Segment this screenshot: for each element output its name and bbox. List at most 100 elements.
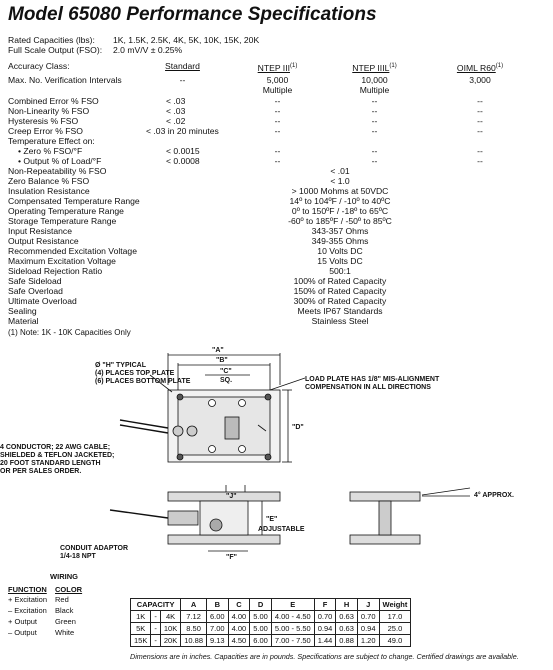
spec-label: Maximum Excitation Voltage (8, 256, 116, 266)
spec-label: Recommended Excitation Voltage (8, 246, 137, 256)
load-cell-body (224, 416, 240, 440)
spec-row: Storage Temperature Range-60º to 185ºF /… (0, 216, 553, 226)
spec-row: Output Resistance 349-355 Ohms (0, 236, 553, 246)
spec-value: 100% of Rated Capacity (293, 276, 387, 286)
spec-value: 10 Volts DC (317, 246, 363, 256)
dim-b-label: "B" (216, 357, 228, 364)
spec-row: Non-Linearity % FSO< .03 ------ (8, 106, 483, 116)
dim-d-label: "D" (292, 424, 304, 431)
spec-label: Output Resistance (8, 236, 79, 246)
spec-value: 343-357 Ohms (311, 226, 369, 236)
spec-label: Ultimate Overload (8, 296, 77, 306)
capacities-value: 1K, 1.5K, 2.5K, 4K, 5K, 10K, 15K, 20K (113, 35, 260, 45)
mount-hole (238, 399, 246, 407)
wiring-title: WIRING (50, 572, 78, 581)
top-plate-side-view (167, 491, 281, 502)
cable-note-3: 20 FOOT STANDARD LENGTH (0, 460, 101, 467)
hole-note-3: (6) PLACES BOTTOM PLATE (95, 378, 191, 385)
cable (119, 424, 169, 434)
spec-value: Meets IP67 Standards (297, 306, 383, 316)
mount-hole (264, 393, 272, 401)
cable (119, 419, 169, 429)
spec-label: Material (8, 316, 39, 326)
spec-label: Storage Temperature Range (8, 216, 117, 226)
spec-row: Insulation Resistance > 1000 Mohms at 50V… (0, 186, 553, 196)
mount-hole (264, 453, 272, 461)
spec-value: < 1.0 (330, 176, 350, 186)
spec-row: Safe Sideload 100% of Rated Capacity (0, 276, 553, 286)
mount-hole (208, 445, 216, 453)
spec-label: Insulation Resistance (8, 186, 90, 196)
accuracy-header-row: Accuracy Class: Standard NTEP III(1) NTE… (0, 61, 553, 73)
spec-label: Non-Repeatability % FSO (8, 166, 107, 176)
spec-row: Input Resistance 343-357 Ohms (0, 226, 553, 236)
dim-c-label: "C" (220, 368, 232, 375)
spec-value: < .01 (330, 166, 350, 176)
spec-value: 14º to 104ºF / -10º to 40ºC (289, 196, 391, 206)
spec-row: Creep Error % FSO< .03 in 20 minutes ---… (8, 126, 483, 136)
spec-value: > 1000 Mohms at 50VDC (291, 186, 389, 196)
spec-value: 500:1 (329, 266, 351, 276)
dim-f-label: "F" (226, 554, 237, 561)
dim-e-label: "E" (266, 516, 277, 523)
tilt-approx-label: 4° APPROX. (474, 491, 514, 499)
spec-value: 349-355 Ohms (311, 236, 369, 246)
conduit-note-1: CONDUIT ADAPTOR (60, 545, 128, 552)
spec-row: Material Stainless Steel (0, 316, 553, 326)
cable-note-4: OR PER SALES ORDER. (0, 468, 81, 475)
bottom-plate-side-view (167, 534, 281, 545)
spec-value: 150% of Rated Capacity (293, 286, 387, 296)
mount-hole (176, 393, 184, 401)
spec-label: Safe Overload (8, 286, 63, 296)
fso-label: Full Scale Output (FSO): (8, 45, 103, 55)
spec-row: • Zero % FSO/°F< 0.0015 ------ (18, 146, 483, 156)
spec-row: Recommended Excitation Voltage 10 Volts D… (0, 246, 553, 256)
conduit-adaptor (167, 510, 199, 526)
dim-j-label: "J" (226, 493, 237, 500)
load-plate-note-1: LOAD PLATE HAS 1/8" MIS-ALIGNMENT (305, 376, 440, 383)
top-plate-end-view (349, 491, 421, 502)
col-standard: Standard (165, 61, 200, 71)
spec-label: Compensated Temperature Range (8, 196, 140, 206)
mount-hole (208, 399, 216, 407)
hole-note-2: (4) PLACES TOP PLATE (95, 370, 175, 377)
load-cell-side-view (199, 500, 249, 536)
spec-label: Input Resistance (8, 226, 73, 236)
cable-note-2: SHIELDED & TEFLON JACKETED; (0, 452, 114, 459)
load-plate-note-2: COMPENSATION IN ALL DIRECTIONS (305, 384, 431, 391)
mount-hole (238, 445, 246, 453)
verification-sub-row: Multiple Multiple (262, 85, 390, 95)
spec-row: Zero Balance % FSO< 1.0 (0, 176, 553, 186)
spec-value: 0º to 150ºF / -18º to 65ºC (291, 206, 389, 216)
col-oiml: OIML R60(1) (456, 62, 504, 73)
capacities-label: Rated Capacities (lbs): (8, 35, 95, 45)
cable (109, 509, 169, 519)
spec-row: Safe Overload 150% of Rated Capacity (0, 286, 553, 296)
spec-row: Combined Error % FSO< .03 ------ (8, 96, 483, 106)
cable-gland (172, 425, 184, 437)
cable-gland (186, 425, 198, 437)
spec-row: Non-Repeatability % FSO < .01 (0, 166, 553, 176)
col-ntep3l: NTEP IIIL(1) (352, 62, 397, 73)
bottom-plate-end-view (349, 534, 421, 545)
wiring-header-function: FUNCTION (8, 585, 47, 594)
spec-value: Stainless Steel (311, 316, 369, 326)
spec-label: Safe Sideload (8, 276, 62, 286)
dim-c-sq-label: SQ. (220, 377, 232, 384)
fso-value: 2.0 mV/V ± 0.25% (113, 45, 183, 55)
mechanical-drawing: "A" "B" "C" SQ. "D" "E" ADJUSTABLE "F" "… (0, 347, 514, 561)
hole-note-1: Ø "H" TYPICAL (95, 362, 147, 369)
